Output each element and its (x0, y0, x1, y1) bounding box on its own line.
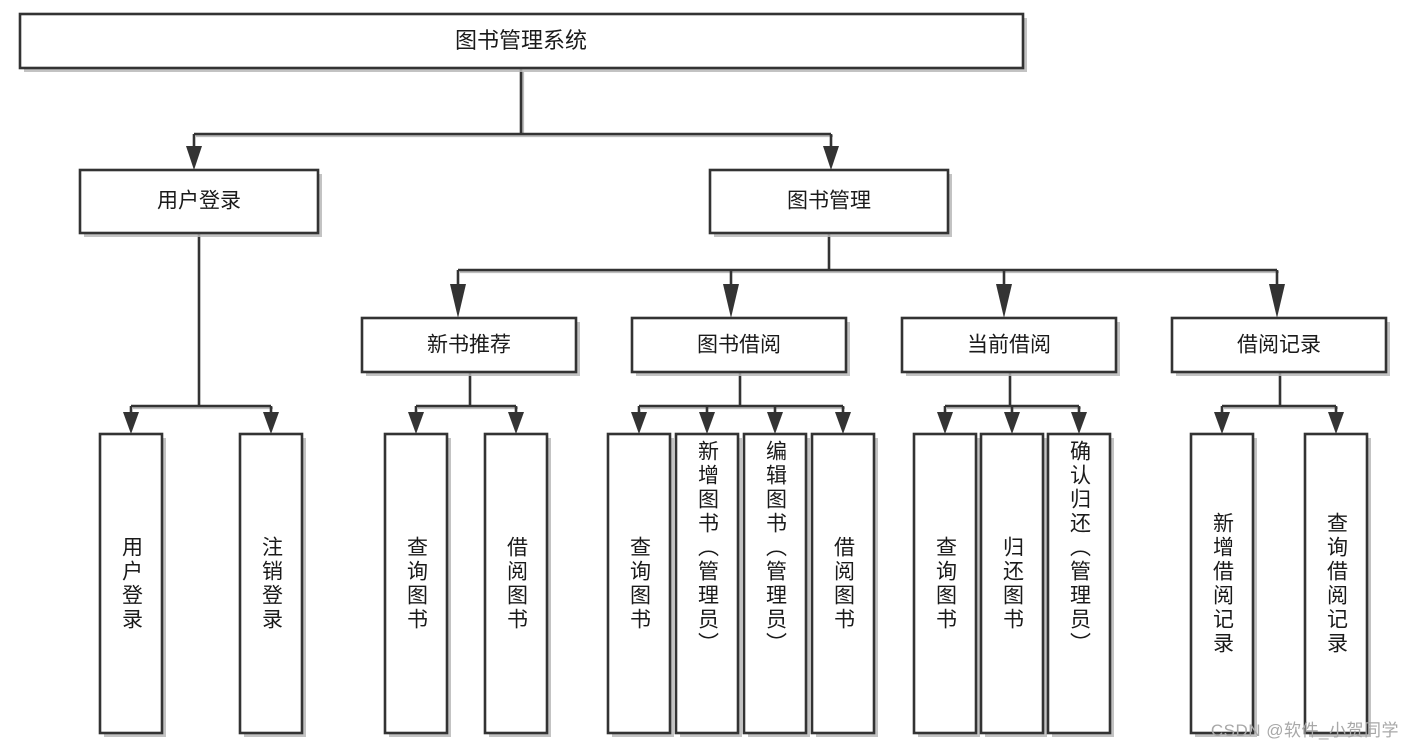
arrow-to-leaf-logout-login (263, 412, 279, 434)
node-leaf-logout-login[interactable] (238, 432, 304, 735)
node-leaf-add-book[interactable] (674, 432, 740, 735)
node-book-manage-label: 图书管理 (787, 190, 871, 213)
connector-layer (123, 68, 1344, 434)
node-layer: 图书管理系统 用户登录 图书管理 新书推荐 图书借阅 当前借阅 借阅记录 (18, 12, 1388, 735)
node-current-borrow[interactable] (900, 316, 1118, 374)
node-borrow-record-label: 借阅记录 (1237, 334, 1321, 357)
arrow-to-leaf-query-record (1328, 412, 1344, 434)
node-new-book-rec[interactable] (360, 316, 578, 374)
node-book-manage[interactable] (708, 168, 950, 235)
arrow-to-leaf-confirm-return (1071, 412, 1087, 434)
arrow-to-leaf-query-book-3 (937, 412, 953, 434)
arrow-to-leaf-query-book-2 (631, 412, 647, 434)
node-book-borrow-label: 图书借阅 (697, 334, 781, 357)
arrow-root-to-book-manage (823, 146, 839, 170)
node-leaf-query-book-2[interactable] (606, 432, 672, 735)
node-leaf-borrow-book-1[interactable] (483, 432, 549, 735)
node-leaf-query-book-1[interactable] (383, 432, 449, 735)
node-leaf-query-book-3[interactable] (912, 432, 978, 735)
node-book-borrow[interactable] (630, 316, 848, 374)
arrow-to-leaf-add-book (699, 412, 715, 434)
node-leaf-confirm-return[interactable] (1046, 432, 1112, 735)
arrow-to-leaf-return-book (1004, 412, 1020, 434)
node-leaf-return-book[interactable] (979, 432, 1045, 735)
arrow-to-leaf-query-book-1 (408, 412, 424, 434)
node-leaf-borrow-book-2[interactable] (810, 432, 876, 735)
node-root-label: 图书管理系统 (455, 28, 587, 53)
arrow-to-current-borrow (996, 284, 1012, 318)
arrow-to-leaf-borrow-book-2 (835, 412, 851, 434)
node-new-book-rec-label: 新书推荐 (427, 334, 511, 357)
node-user-login-label: 用户登录 (157, 190, 241, 213)
arrow-to-book-borrow (723, 284, 739, 318)
node-root[interactable] (18, 12, 1025, 70)
node-leaf-user-login[interactable] (98, 432, 164, 735)
node-leaf-add-record[interactable] (1189, 432, 1255, 735)
node-user-login[interactable] (78, 168, 320, 235)
arrow-root-to-user-login (186, 146, 202, 170)
arrow-to-leaf-edit-book (767, 412, 783, 434)
node-leaf-query-record[interactable] (1303, 432, 1369, 735)
arrow-to-leaf-borrow-book-1 (508, 412, 524, 434)
arrow-to-leaf-user-login (123, 412, 139, 434)
node-leaf-edit-book[interactable] (742, 432, 808, 735)
arrow-to-leaf-add-record (1214, 412, 1230, 434)
node-current-borrow-label: 当前借阅 (967, 334, 1051, 357)
arrow-to-borrow-record (1269, 284, 1285, 318)
node-borrow-record[interactable] (1170, 316, 1388, 374)
arrow-to-new-book-rec (450, 284, 466, 318)
